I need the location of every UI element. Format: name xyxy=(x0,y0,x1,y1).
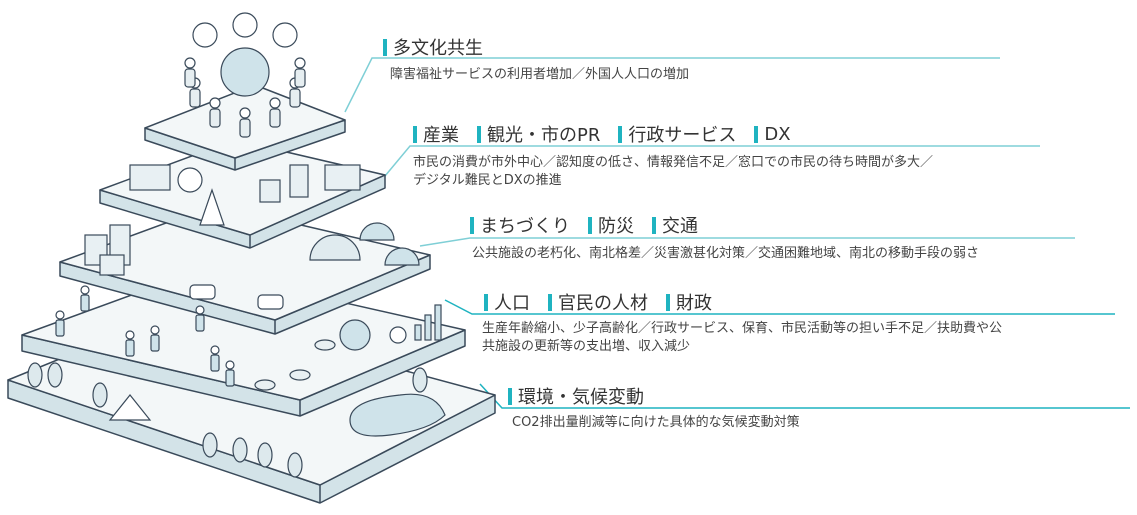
tag: DX xyxy=(754,121,790,147)
person-icon xyxy=(195,314,205,332)
person-icon xyxy=(80,285,90,295)
tag: 人口 xyxy=(484,289,530,315)
person-icon xyxy=(294,68,306,88)
car-icon xyxy=(189,284,216,300)
tree-icon xyxy=(287,452,303,478)
person-icon xyxy=(209,108,221,128)
speech-bubble-icon xyxy=(192,22,218,48)
tunnel-icon xyxy=(309,234,361,261)
person-icon xyxy=(225,369,235,387)
person-icon xyxy=(269,108,281,128)
connector-tier-5 xyxy=(479,383,1130,409)
tier-5-title: 環境・気候変動 xyxy=(508,383,644,409)
money-bag-icon xyxy=(339,319,371,351)
connector-tier-3 xyxy=(419,237,1075,247)
bar-chart-icon xyxy=(434,304,442,341)
tag: まちづくり xyxy=(470,212,570,238)
tree-icon xyxy=(412,367,428,393)
tag: 官民の人材 xyxy=(548,289,648,315)
person-icon xyxy=(210,345,220,355)
tag: 観光・市のPR xyxy=(477,121,600,147)
helmet-icon xyxy=(359,222,395,241)
tag: 防災 xyxy=(588,212,634,238)
bar-chart-icon xyxy=(414,324,422,341)
coin-stack-icon xyxy=(314,339,336,351)
person-icon xyxy=(289,88,301,108)
connector-tier-4 xyxy=(444,299,1115,315)
coin-stack-icon xyxy=(289,369,311,381)
speech-bubble-icon xyxy=(272,22,298,48)
tier-1-desc: 障害福祉サービスの利用者増加／外国人人口の増加 xyxy=(390,66,689,84)
pyramid-tier-3 xyxy=(59,204,431,335)
person-icon xyxy=(294,57,306,69)
tag: 多文化共生 xyxy=(383,34,483,60)
person-icon xyxy=(150,325,160,335)
connector-tier-1 xyxy=(344,57,1000,113)
connector-lines xyxy=(344,57,1130,409)
building-icon xyxy=(99,254,125,276)
globe-icon xyxy=(220,47,270,97)
desc-line: 生産年齢縮小、少子高齢化／行政サービス、保育、市民活動等の担い手不足／扶助費や公 xyxy=(482,321,1003,336)
coin-stack-icon xyxy=(254,379,276,391)
building-icon xyxy=(289,164,309,198)
person-icon xyxy=(210,354,220,372)
mountain-icon xyxy=(108,394,152,421)
person-icon xyxy=(80,294,90,312)
person-icon xyxy=(225,360,235,370)
person-icon xyxy=(184,68,196,88)
tier-4-desc: 生産年齢縮小、少子高齢化／行政サービス、保育、市民活動等の担い手不足／扶助費や公… xyxy=(482,320,1002,356)
speech-bubble-icon xyxy=(232,12,258,38)
tier-5-desc: CO2排出量削減等に向けた具体的な気候変動対策 xyxy=(512,414,800,432)
pyramid-tier-2 xyxy=(99,139,386,249)
tag: 財政 xyxy=(666,289,712,315)
person-icon xyxy=(125,339,135,357)
desc-line: デジタル難民とDXの推進 xyxy=(413,173,562,188)
tree-icon xyxy=(27,362,43,388)
tier-3-title: まちづくり 防災 交通 xyxy=(470,212,698,238)
person-icon xyxy=(209,97,221,109)
connector-tier-2 xyxy=(384,145,1040,177)
building-icon xyxy=(129,164,171,191)
tier-4-title: 人口 官民の人材 財政 xyxy=(484,289,712,315)
tree-icon xyxy=(257,442,273,468)
tree-icon xyxy=(232,437,248,463)
person-icon xyxy=(150,334,160,352)
helmet-icon xyxy=(384,247,420,266)
tower-icon xyxy=(199,188,225,226)
person-icon xyxy=(269,97,281,109)
tier-1-title: 多文化共生 xyxy=(383,34,483,60)
tag: 交通 xyxy=(652,212,698,238)
desc-line: 障害福祉サービスの利用者増加／外国人人口の増加 xyxy=(390,67,690,82)
tree-icon xyxy=(92,382,108,408)
desc-line: 市民の消費が市外中心／認知度の低さ、情報発信不足／窓口での市民の待ち時間が多大／ xyxy=(413,155,934,170)
tag: 産業 xyxy=(413,121,459,147)
person-icon xyxy=(55,319,65,337)
tier-3-desc: 公共施設の老朽化、南北格差／災害激甚化対策／交通困難地域、南北の移動手段の弱さ xyxy=(472,245,979,263)
tag: 環境・気候変動 xyxy=(508,383,644,409)
person-icon xyxy=(195,305,205,315)
person-icon xyxy=(184,57,196,69)
dollar-icon xyxy=(389,326,407,344)
bar-chart-icon xyxy=(424,314,432,341)
tree-icon xyxy=(202,432,218,458)
desc-line: 公共施設の老朽化、南北格差／災害激甚化対策／交通困難地域、南北の移動手段の弱さ xyxy=(472,246,980,261)
tag: 行政サービス xyxy=(618,121,736,147)
person-icon xyxy=(239,118,251,138)
desc-line: CO2排出量削減等に向けた具体的な気候変動対策 xyxy=(512,415,800,430)
person-icon xyxy=(239,107,251,119)
gear-icon xyxy=(177,167,203,193)
desc-line: 共施設の更新等の支出増、収入減少 xyxy=(482,339,691,354)
person-icon xyxy=(189,88,201,108)
lake-icon xyxy=(349,393,446,437)
tier-2-title: 産業 観光・市のPR 行政サービス DX xyxy=(413,121,791,147)
building-icon xyxy=(259,179,281,203)
tier-2-desc: 市民の消費が市外中心／認知度の低さ、情報発信不足／窓口での市民の待ち時間が多大／… xyxy=(413,154,933,190)
person-icon xyxy=(125,330,135,340)
person-icon xyxy=(55,310,65,320)
tree-icon xyxy=(47,362,63,388)
building-icon xyxy=(324,164,361,191)
car-icon xyxy=(257,294,284,310)
